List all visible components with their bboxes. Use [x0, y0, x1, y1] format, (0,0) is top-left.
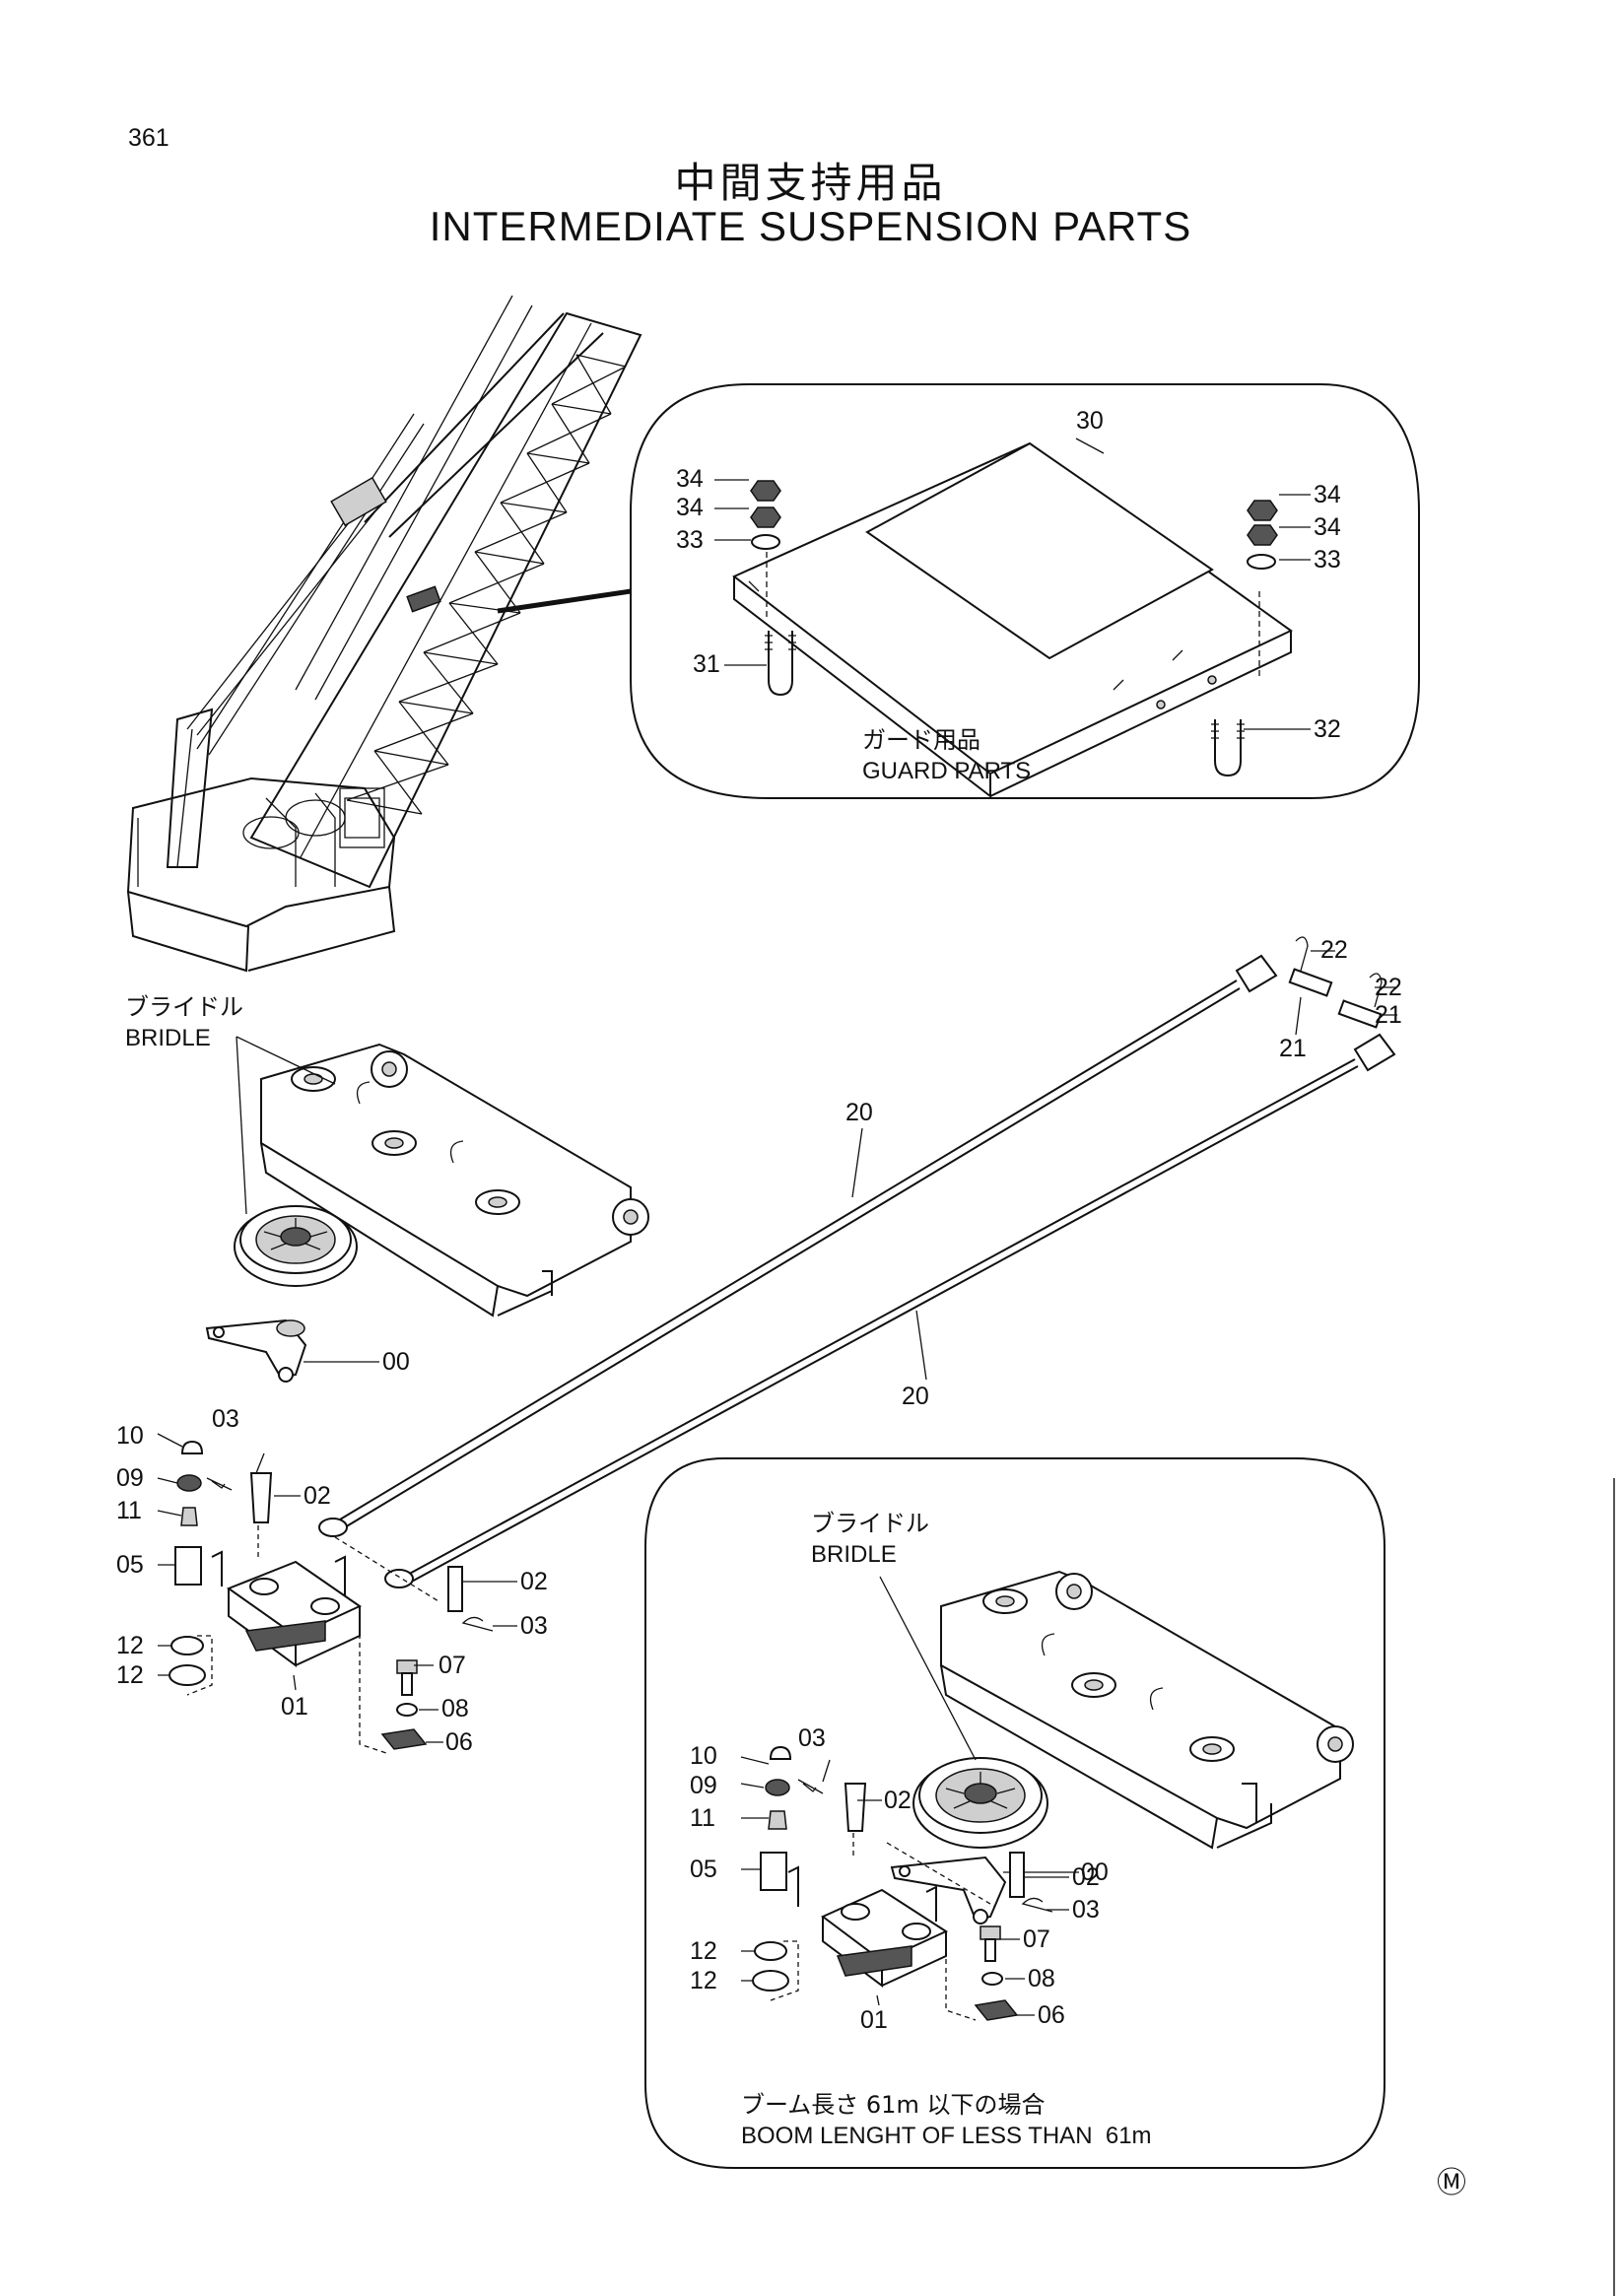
- page-number: 361: [128, 124, 169, 152]
- inset-bridle-caption-en: BRIDLE: [811, 1541, 897, 1569]
- page-title-en: INTERMEDIATE SUSPENSION PARTS: [429, 203, 1192, 249]
- part-label-11: 11: [690, 1804, 715, 1832]
- guard-caption-en: GUARD PARTS: [862, 758, 1032, 785]
- inset-panel: [644, 1457, 1385, 2169]
- part-label-20: 20: [845, 1099, 873, 1126]
- guard-parts-caption: ガード用品 GUARD PARTS: [862, 724, 1031, 788]
- part-label-03: 03: [798, 1724, 826, 1752]
- inset-bridle-caption: ブライドル BRIDLE: [811, 1508, 929, 1572]
- part-label-07: 07: [1023, 1925, 1050, 1953]
- page-title-ja: 中間支持用品: [674, 159, 947, 207]
- part-label-30: 30: [1076, 407, 1104, 435]
- part-label-31: 31: [693, 650, 720, 678]
- part-label-21: 21: [1375, 1001, 1402, 1029]
- part-label-33: 33: [676, 526, 704, 554]
- part-label-06: 06: [1038, 2001, 1065, 2029]
- bridle-caption-en: BRIDLE: [125, 1025, 211, 1052]
- part-label-22: 22: [1375, 974, 1402, 1001]
- part-label-03: 03: [1072, 1896, 1100, 1924]
- part-label-02: 02: [520, 1568, 548, 1595]
- part-label-12: 12: [116, 1661, 144, 1689]
- part-label-09: 09: [690, 1772, 717, 1799]
- part-label-00: 00: [1081, 1858, 1109, 1886]
- part-label-34: 34: [1314, 513, 1341, 541]
- part-label-06: 06: [445, 1728, 473, 1756]
- inset-caption: ブーム長さ 61m 以下の場合 BOOM LENGHT OF LESS THAN…: [741, 2089, 1152, 2153]
- bridle-caption-ja: ブライドル: [125, 993, 243, 1021]
- part-label-01: 01: [281, 1693, 308, 1721]
- bridle-caption: ブライドル BRIDLE: [125, 991, 243, 1055]
- part-label-02: 02: [304, 1482, 331, 1510]
- main-bridle-drawing: [205, 1036, 649, 1383]
- guard-parts-callout: [630, 383, 1420, 799]
- part-label-12: 12: [690, 1937, 717, 1965]
- part-label-32: 32: [1314, 715, 1341, 743]
- part-label-08: 08: [441, 1695, 469, 1722]
- part-label-01: 01: [860, 2006, 888, 2034]
- inset-bridle-caption-ja: ブライドル: [811, 1510, 929, 1537]
- part-label-22: 22: [1320, 936, 1348, 964]
- part-label-33: 33: [1314, 546, 1341, 574]
- part-label-12: 12: [690, 1967, 717, 1994]
- part-label-03: 03: [520, 1612, 548, 1640]
- part-label-34: 34: [676, 494, 704, 521]
- guard-caption-ja: ガード用品: [862, 726, 980, 754]
- crane-illustration: [126, 295, 642, 973]
- main-lower-assembly: [157, 1433, 517, 1755]
- part-label-12: 12: [116, 1632, 144, 1659]
- part-label-09: 09: [116, 1464, 144, 1492]
- part-label-05: 05: [690, 1856, 717, 1883]
- part-label-02: 02: [884, 1787, 912, 1814]
- part-label-00: 00: [382, 1348, 410, 1376]
- part-label-05: 05: [116, 1551, 144, 1579]
- part-label-11: 11: [116, 1497, 142, 1524]
- suspension-cables: [318, 936, 1397, 1588]
- part-label-02: 02: [1072, 1863, 1100, 1891]
- corner-mark: Ⓜ: [1437, 2166, 1466, 2200]
- part-label-03: 03: [212, 1405, 239, 1433]
- part-label-21: 21: [1279, 1035, 1307, 1062]
- part-label-34: 34: [1314, 481, 1341, 508]
- part-label-08: 08: [1028, 1965, 1055, 1992]
- part-label-20: 20: [902, 1383, 929, 1410]
- inset-caption-en: BOOM LENGHT OF LESS THAN 61m: [741, 2123, 1152, 2150]
- part-label-34: 34: [676, 465, 704, 493]
- part-label-07: 07: [439, 1652, 466, 1679]
- inset-caption-ja: ブーム長さ 61m 以下の場合: [741, 2091, 1046, 2119]
- part-label-10: 10: [116, 1422, 144, 1450]
- part-label-10: 10: [690, 1742, 717, 1770]
